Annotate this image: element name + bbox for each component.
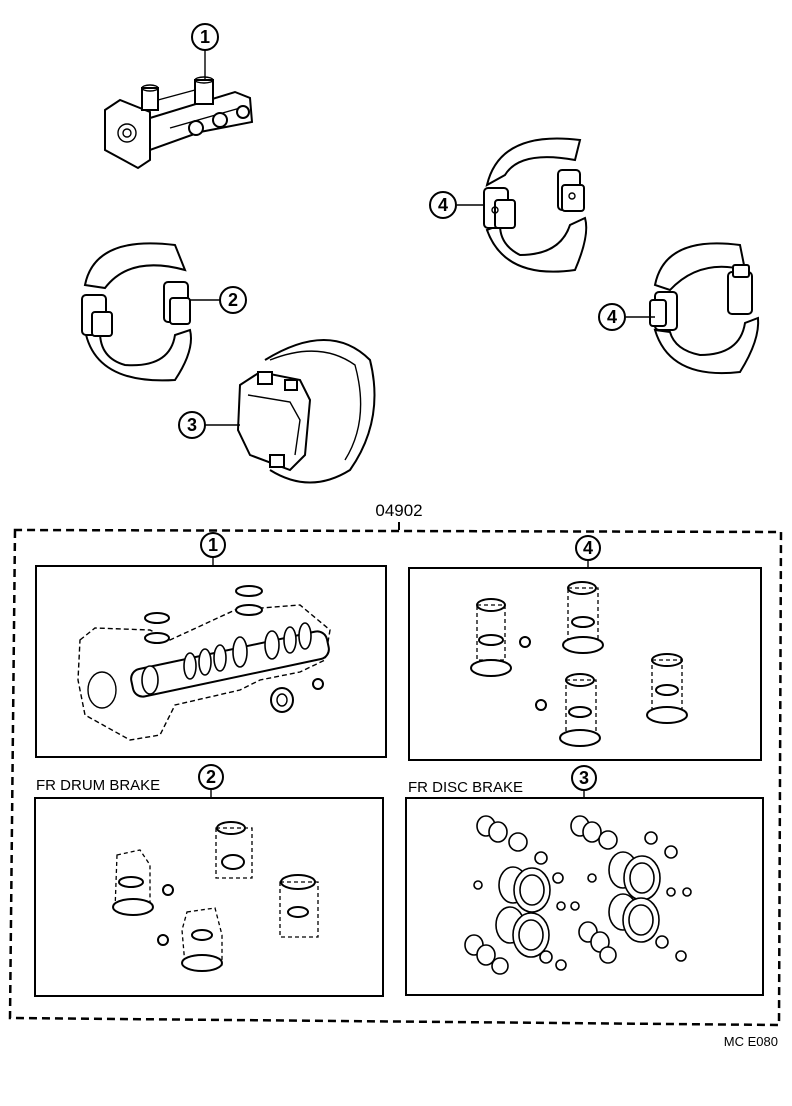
kit-dashed-border bbox=[8, 528, 783, 1027]
fr-disc-kit-parts bbox=[464, 815, 692, 975]
front-disc-caliper-assembly bbox=[205, 339, 376, 484]
callout-3-top: 3 bbox=[178, 411, 206, 439]
fr-drum-brake-caption: FR DRUM BRAKE bbox=[36, 777, 160, 794]
svg-text:2: 2 bbox=[206, 767, 216, 787]
kit-number: 04902 bbox=[375, 501, 422, 520]
master-cylinder-assembly bbox=[104, 50, 254, 170]
svg-text:4: 4 bbox=[583, 538, 593, 558]
callout-1-top: 1 bbox=[191, 23, 219, 51]
svg-text:3: 3 bbox=[579, 768, 589, 788]
fr-drum-kit-parts bbox=[112, 821, 319, 972]
fr-disc-brake-caption: FR DISC BRAKE bbox=[408, 779, 523, 796]
panel-rear-wheel-cylinder bbox=[408, 567, 762, 761]
rear-drum-assembly-lower bbox=[626, 242, 760, 374]
section-2-callout: 2 bbox=[198, 764, 224, 790]
callout-3-top-label: 3 bbox=[187, 415, 197, 435]
callout-4-upper-label: 4 bbox=[438, 195, 448, 215]
figure-code: MC E080 bbox=[724, 1034, 778, 1049]
svg-text:1: 1 bbox=[208, 535, 218, 555]
master-cylinder-kit-parts bbox=[77, 585, 331, 741]
callout-4-lower-label: 4 bbox=[607, 307, 617, 327]
section-3-callout: 3 bbox=[571, 765, 597, 791]
callout-4-upper: 4 bbox=[429, 191, 457, 219]
rear-drum-assembly-upper bbox=[457, 137, 588, 273]
panel-master-cylinder bbox=[35, 565, 387, 758]
panel-fr-drum-brake bbox=[34, 797, 384, 997]
callout-2-top-label: 2 bbox=[228, 290, 238, 310]
wheel-cylinder-kit-parts bbox=[470, 581, 688, 747]
front-drum-assembly bbox=[81, 242, 220, 382]
callout-2-top: 2 bbox=[219, 286, 247, 314]
section-1-callout: 1 bbox=[200, 532, 226, 558]
callout-1-label: 1 bbox=[200, 27, 210, 47]
section-4-callout: 4 bbox=[575, 535, 601, 561]
callout-4-lower: 4 bbox=[598, 303, 626, 331]
